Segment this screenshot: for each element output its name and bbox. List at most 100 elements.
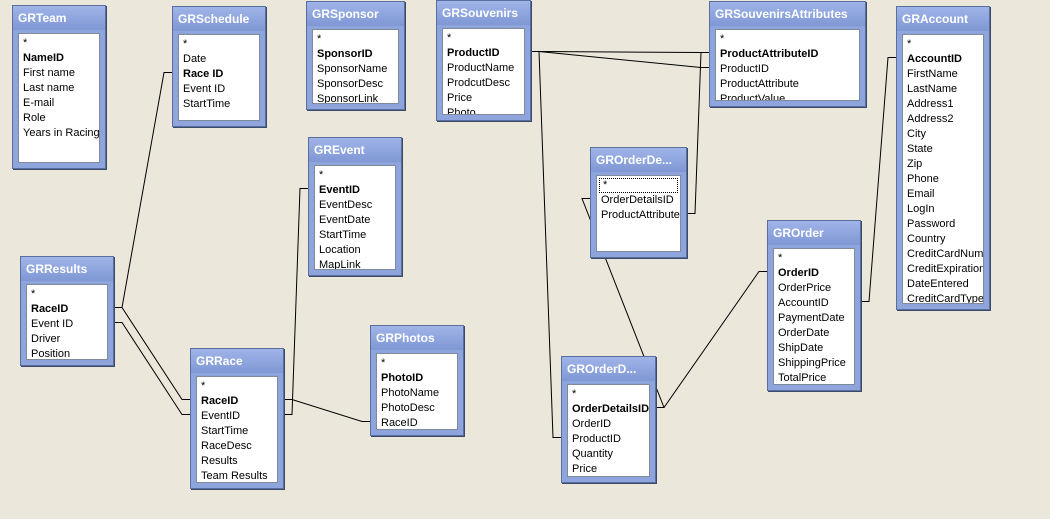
field-item[interactable]: * (31, 288, 36, 300)
field-item[interactable]: ShippingPrice (778, 357, 846, 369)
field-item[interactable]: CreditCardType (907, 293, 984, 304)
field-item[interactable]: AccountID (778, 297, 829, 309)
field-item[interactable]: MapLink (319, 259, 361, 270)
field-item[interactable]: Zip (907, 158, 923, 170)
field-item[interactable]: RaceDesc (201, 440, 252, 452)
field-item[interactable]: * (23, 37, 28, 49)
field-item[interactable]: City (907, 128, 926, 140)
relationship-line[interactable] (114, 307, 190, 400)
field-item[interactable]: Date (183, 53, 207, 65)
field-item[interactable]: Event ID (183, 83, 226, 95)
field-item[interactable]: Country (907, 233, 946, 245)
field-item[interactable]: LastName (907, 83, 958, 95)
field-item[interactable]: EventDesc (319, 199, 373, 211)
primary-key-field[interactable]: EventID (319, 184, 360, 196)
field-item[interactable]: OrderPrice (778, 282, 832, 294)
relationship-line[interactable] (531, 51, 561, 438)
field-item[interactable]: ShipDate (778, 342, 824, 354)
field-item[interactable]: ProductID (572, 433, 621, 445)
relationship-line[interactable] (114, 72, 172, 308)
field-item[interactable]: PhotoDesc (381, 402, 435, 414)
field-item[interactable]: E-mail (23, 97, 55, 109)
primary-key-field[interactable]: AccountID (907, 53, 962, 65)
field-item[interactable]: ProductAttribute (720, 78, 799, 90)
field-item[interactable]: ProdcutDesc (447, 77, 510, 89)
field-item[interactable]: Price (447, 92, 473, 104)
field-item[interactable]: Address2 (907, 113, 954, 125)
table-title[interactable]: GREvent (309, 138, 401, 162)
relationship-line[interactable] (861, 57, 896, 302)
field-item[interactable]: * (447, 32, 452, 44)
relationship-line[interactable] (531, 51, 709, 68)
field-item[interactable]: Email (907, 188, 935, 200)
relationship-line[interactable] (284, 399, 370, 422)
field-item[interactable]: EventID (201, 410, 241, 422)
field-item[interactable]: Role (23, 112, 46, 124)
relationship-line[interactable] (531, 51, 709, 53)
field-item[interactable]: Driver (31, 333, 61, 345)
table-grsouvenirsattributes[interactable]: GRSouvenirsAttributes*ProductAttributeID… (709, 1, 866, 107)
field-item[interactable]: Phone (907, 173, 939, 185)
primary-key-field[interactable]: Race ID (183, 68, 224, 80)
field-item[interactable]: PhotoName (381, 387, 440, 399)
field-item[interactable]: Event ID (31, 318, 74, 330)
field-item[interactable]: * (599, 178, 678, 193)
field-item[interactable]: State (907, 143, 933, 155)
primary-key-field[interactable]: ProductAttributeID (720, 48, 819, 60)
field-item[interactable]: Location (319, 244, 361, 256)
field-item[interactable]: * (572, 388, 577, 400)
table-title[interactable]: GROrderD... (562, 357, 655, 381)
relationship-line[interactable] (114, 322, 190, 415)
field-item[interactable]: Results (201, 455, 238, 467)
table-title[interactable]: GRRace (191, 349, 283, 373)
primary-key-field[interactable]: SponsorID (317, 48, 373, 60)
table-title[interactable]: GRSouvenirs (437, 1, 530, 25)
table-title[interactable]: GRTeam (13, 6, 105, 30)
field-item[interactable]: ProductID (720, 63, 769, 75)
table-title[interactable]: GRSchedule (173, 7, 265, 31)
field-item[interactable]: CreditCardNumbe (907, 248, 984, 260)
field-item[interactable]: EventDate (319, 214, 371, 226)
table-title[interactable]: GRSouvenirsAttributes (710, 2, 865, 26)
field-item[interactable]: StartTime (183, 98, 231, 110)
field-item[interactable]: Password (907, 218, 956, 230)
field-item[interactable]: RaceID (381, 417, 418, 429)
field-item[interactable]: OrderDate (778, 327, 830, 339)
primary-key-field[interactable]: ProductID (447, 47, 500, 59)
relationship-line[interactable] (284, 188, 308, 415)
field-item[interactable]: * (317, 33, 322, 45)
field-item[interactable]: Team Results (201, 470, 268, 482)
primary-key-field[interactable]: OrderID (778, 267, 819, 279)
field-item[interactable]: SponsorDesc (317, 78, 384, 90)
field-item[interactable]: Address1 (907, 98, 954, 110)
table-title[interactable]: GRAccount (897, 7, 989, 31)
table-title[interactable]: GROrderDe... (591, 148, 686, 172)
field-item[interactable]: ProductAttributes (601, 209, 681, 221)
field-item[interactable]: * (778, 252, 783, 264)
field-item[interactable]: DateEntered (907, 278, 969, 290)
field-item[interactable]: Quantity (572, 448, 613, 460)
field-item[interactable]: PaymentDate (778, 312, 845, 324)
field-item[interactable]: FirstName (907, 68, 958, 80)
field-item[interactable]: StartTime (201, 425, 249, 437)
